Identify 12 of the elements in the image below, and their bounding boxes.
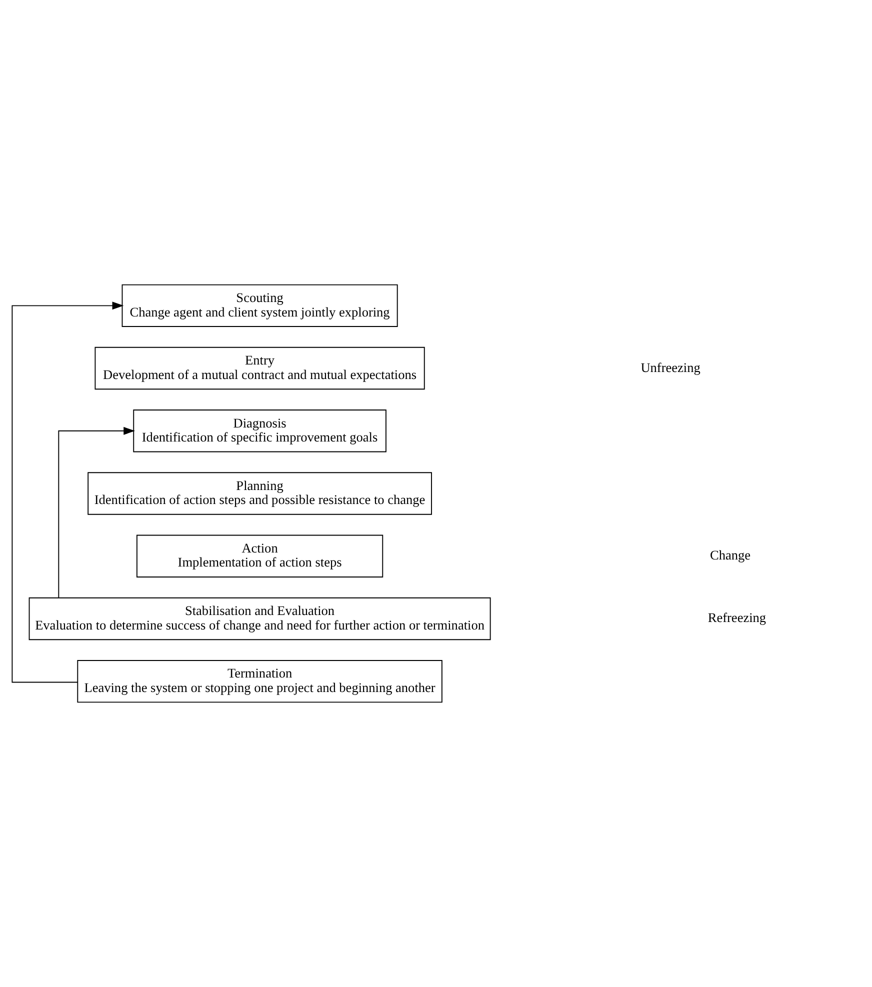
node-box: Entry Development of a mutual contract and mutual expectations — [94, 346, 425, 390]
label: Refreezing — [708, 610, 766, 626]
label: Change — [710, 548, 751, 563]
arrow — [12, 302, 124, 683]
node-box: Planning Identification of action steps and possible resistance to change — [88, 472, 432, 515]
arrow — [58, 426, 135, 598]
node-box: Termination Leaving the system or stopping one project and beginning another — [77, 660, 442, 703]
node-box: Scouting Change agent and client system jointly exploring — [122, 284, 398, 328]
node-box: Diagnosis Identification of specific improvement goals — [133, 410, 386, 452]
label: Unfreezing — [640, 360, 700, 375]
node-box: Stabilisation and Evaluation Evaluation to determine success of change and need for further action or termination — [28, 597, 491, 640]
node-box: Action Implementation of action steps — [136, 534, 384, 578]
